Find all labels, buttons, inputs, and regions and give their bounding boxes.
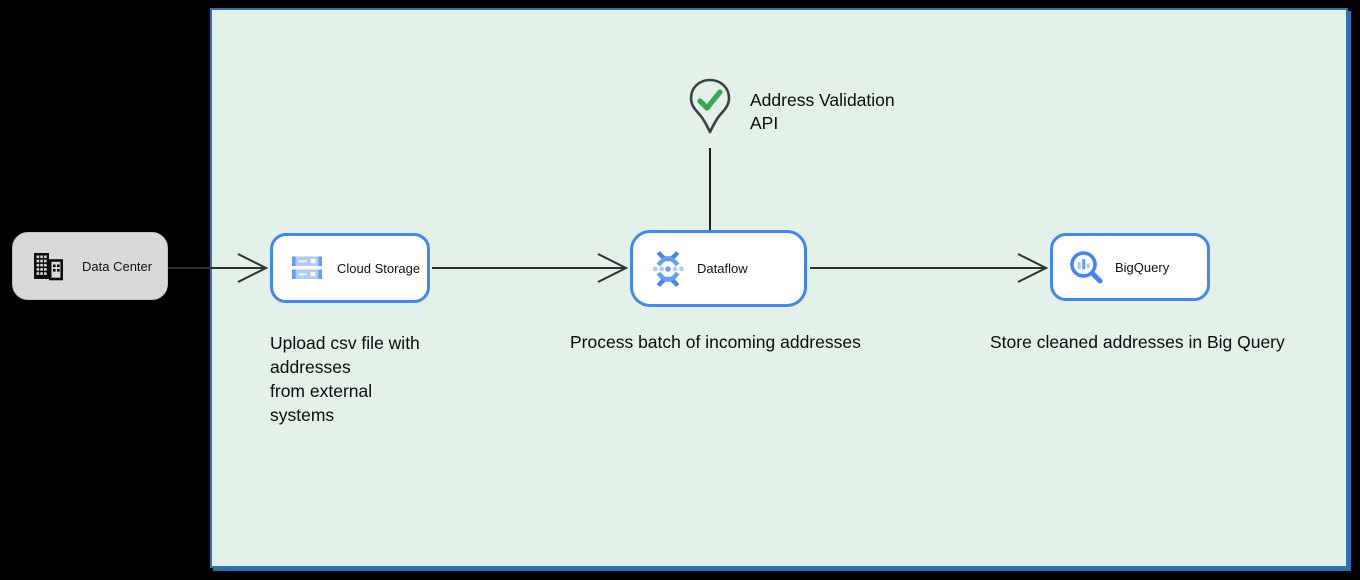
node-bigquery: BigQuery <box>1050 233 1210 301</box>
caption-store-bigquery: Store cleaned addresses in Big Query <box>990 332 1285 352</box>
caption-process-batch: Process batch of incoming addresses <box>570 332 861 352</box>
node-cloud-storage: Cloud Storage <box>270 233 430 303</box>
caption-upload-line3: from external <box>270 381 373 401</box>
dataflow-icon <box>649 250 687 288</box>
caption-upload-csv: Upload csv file with addresses from exte… <box>270 331 420 427</box>
node-label: Dataflow <box>697 261 748 276</box>
building-icon <box>31 251 65 281</box>
caption-upload-line4: systems <box>270 405 335 425</box>
api-marker-label-line1: Address Validation <box>750 90 895 110</box>
node-dataflow: Dataflow <box>630 230 807 307</box>
node-data-center: Data Center <box>12 232 168 300</box>
api-marker-label: Address Validation API <box>750 89 895 135</box>
api-marker-label-line2: API <box>750 113 779 133</box>
caption-upload-line2: addresses <box>270 357 351 377</box>
cloud-storage-icon <box>289 250 325 286</box>
bigquery-icon <box>1067 248 1105 286</box>
node-label: Cloud Storage <box>337 260 421 276</box>
node-label: Data Center <box>82 258 153 274</box>
caption-upload-line1: Upload csv file with <box>270 333 420 353</box>
node-label: BigQuery <box>1115 259 1170 275</box>
map-pin-check-icon <box>686 77 734 142</box>
